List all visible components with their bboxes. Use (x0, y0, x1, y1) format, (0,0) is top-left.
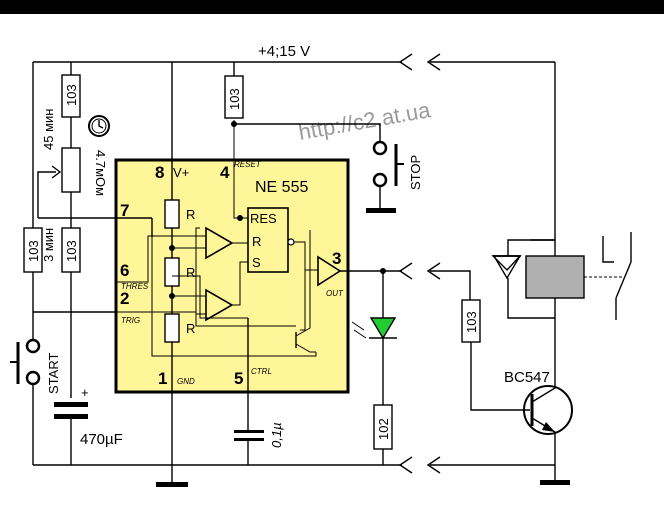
svg-text:6: 6 (120, 261, 129, 280)
svg-text:GND: GND (177, 377, 195, 386)
svg-text:S: S (252, 255, 261, 270)
svg-text:103: 103 (64, 84, 79, 106)
resistor-reset (224, 75, 244, 119)
potentiometer[interactable] (61, 147, 81, 193)
ground-rail (33, 432, 570, 487)
svg-text:103: 103 (464, 311, 479, 333)
relay-coil (525, 255, 585, 299)
svg-text:102: 102 (376, 418, 391, 440)
supply-rail: +4;15 V (33, 43, 556, 240)
svg-text:R: R (186, 321, 195, 336)
svg-text:103: 103 (227, 88, 242, 110)
svg-text:+: + (81, 385, 89, 400)
start-button[interactable] (10, 342, 20, 384)
svg-text:TRIG: TRIG (121, 316, 140, 325)
start-branch: 103 START (10, 62, 116, 465)
svg-text:470µF: 470µF (80, 431, 123, 448)
svg-text:103: 103 (64, 240, 79, 262)
svg-text:2: 2 (120, 289, 129, 308)
svg-text:103: 103 (26, 240, 41, 262)
svg-text:45 мин: 45 мин (41, 109, 56, 150)
svg-text:CTRL: CTRL (251, 367, 272, 376)
svg-text:3: 3 (332, 249, 341, 268)
svg-text:V+: V+ (173, 165, 189, 180)
start-label: START (46, 353, 61, 394)
watermark-url: http://c2.at.ua (297, 97, 433, 145)
relay-contact-icon (602, 232, 632, 320)
relay-branch (491, 232, 632, 330)
svg-text:3 мин: 3 мин (41, 228, 56, 262)
stop-branch: 103 STOP (224, 62, 423, 213)
ground-symbol-right (540, 480, 570, 485)
timing-network: 103 4.7мОм 45 мин 103 3 мин (37, 62, 153, 398)
driver-branch: 103 BC547 (398, 262, 573, 435)
ground-symbol-center (156, 482, 188, 487)
svg-text:4: 4 (220, 163, 230, 182)
svg-text:8: 8 (155, 163, 164, 182)
chip-name: NE 555 (255, 179, 308, 196)
svg-text:RES: RES (250, 211, 277, 226)
header-band (0, 0, 664, 14)
svg-text:OUT: OUT (326, 289, 344, 298)
svg-text:0,1µ: 0,1µ (269, 422, 284, 448)
svg-text:R: R (252, 234, 261, 249)
chip-internals: 8 V+ 4 RESET NE 555 7 6 THRES 2 TRIG 1 G… (116, 62, 402, 465)
svg-text:R: R (186, 207, 195, 222)
supply-label: +4;15 V (258, 43, 310, 60)
stop-label: STOP (408, 155, 423, 190)
transistor-icon (523, 385, 573, 435)
capacitor-main: + 470µF (54, 385, 123, 465)
svg-text:RESET: RESET (234, 160, 262, 169)
ne555-chip-body (114, 158, 350, 394)
svg-text:1: 1 (158, 369, 167, 388)
svg-text:R: R (186, 265, 195, 280)
transistor-label: BC547 (504, 369, 550, 386)
capacitor-ctrl: 0,1µ (234, 422, 284, 465)
led-branch: 102 (351, 268, 397, 465)
svg-text:THRES: THRES (121, 282, 149, 291)
svg-text:4.7мОм: 4.7мОм (93, 150, 108, 196)
clock-icon (88, 115, 110, 137)
svg-text:5: 5 (234, 369, 243, 388)
svg-text:7: 7 (120, 201, 129, 220)
led-icon (369, 317, 397, 340)
stop-button[interactable] (394, 144, 404, 186)
